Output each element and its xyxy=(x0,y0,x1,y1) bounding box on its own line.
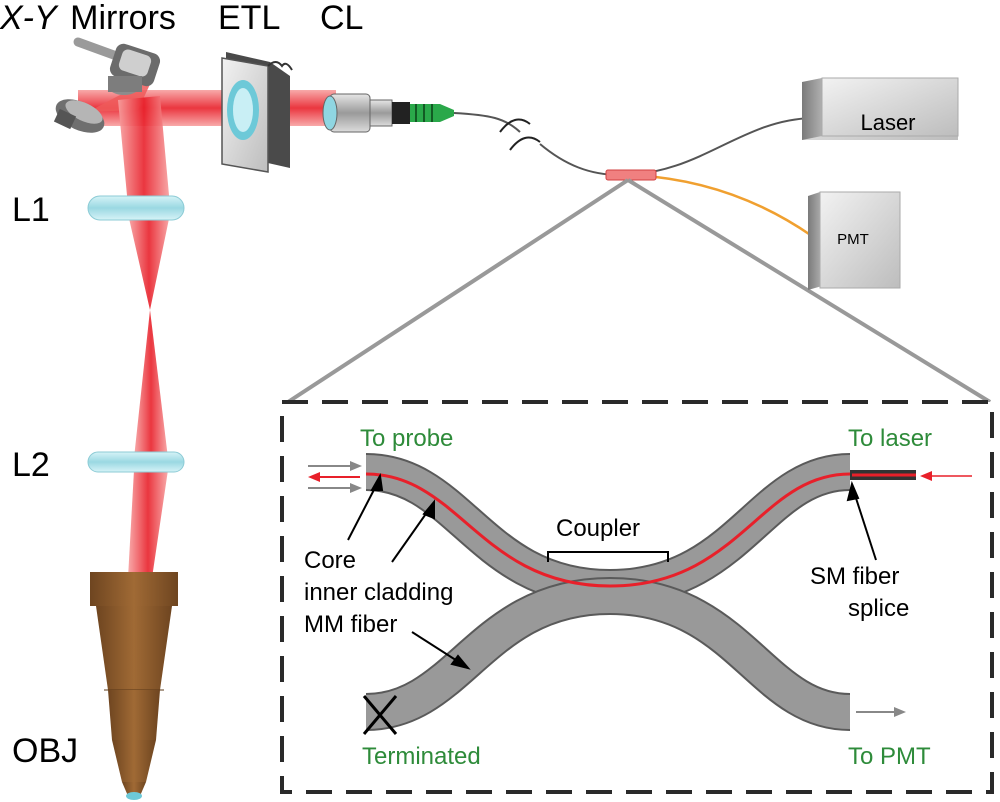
pmt-box: PMT xyxy=(808,191,901,290)
to-probe-label: To probe xyxy=(360,425,453,452)
inner-cladding-label: inner cladding xyxy=(304,579,453,606)
laser-label: Laser xyxy=(860,110,915,135)
core-label: Core xyxy=(304,547,356,574)
pmt-label: PMT xyxy=(837,231,869,248)
sm-fiber-label: SM fiber xyxy=(810,563,899,590)
laser-box: Laser xyxy=(802,77,959,140)
etl-lens-unit xyxy=(221,52,293,173)
coupler-inset: To probe To laser Coupler Core inner cla… xyxy=(280,400,994,794)
lens-l1 xyxy=(87,195,185,221)
mm-fiber-lower xyxy=(365,576,852,731)
collimator-lens xyxy=(322,93,454,133)
mirrors-part: Mirrors xyxy=(70,0,176,37)
pointer-arrows xyxy=(347,472,877,670)
to-pmt-arrow xyxy=(856,707,906,717)
terminated-label: Terminated xyxy=(362,743,481,770)
objective-lens xyxy=(90,572,178,800)
coupler-label: Coupler xyxy=(556,515,640,542)
splice-label: splice xyxy=(848,595,909,622)
fiber-core xyxy=(365,472,851,588)
terminated-x-mark xyxy=(362,695,398,735)
etl-label: ETL xyxy=(218,0,280,37)
zoom-lines xyxy=(286,178,992,404)
xy-mirrors-label: X-Y Mirrors xyxy=(0,0,176,37)
probe-arrows xyxy=(308,461,362,493)
coupler-bracket xyxy=(547,551,669,562)
coupler-marker xyxy=(605,169,657,181)
obj-label: OBJ xyxy=(12,732,78,770)
laser-beam xyxy=(78,80,336,578)
l2-label: L2 xyxy=(12,446,50,484)
lens-l2 xyxy=(87,451,185,473)
to-laser-label: To laser xyxy=(848,425,932,452)
cl-label: CL xyxy=(320,0,363,37)
mm-fiber-label: MM fiber xyxy=(304,611,397,638)
l1-label: L1 xyxy=(12,191,50,229)
xy-mirrors xyxy=(53,37,161,133)
to-pmt-label: To PMT xyxy=(848,743,931,770)
incoming-laser-arrow xyxy=(920,471,972,481)
xy-italic-part: X-Y xyxy=(0,0,59,37)
